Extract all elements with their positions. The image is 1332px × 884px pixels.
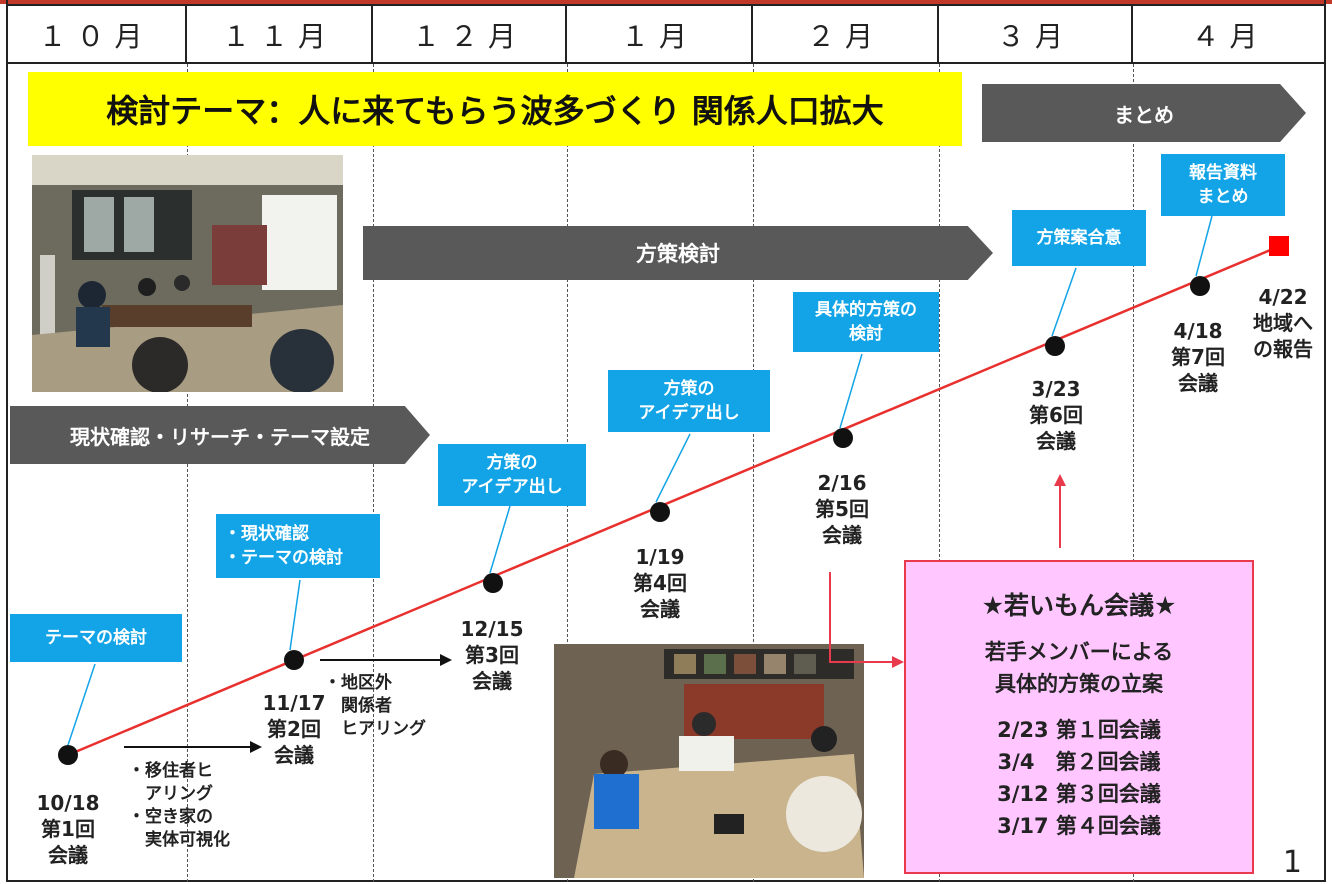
meeting-dot-3 bbox=[483, 573, 503, 593]
month-apr: ４月 bbox=[1191, 20, 1268, 53]
meeting-word: 会議 bbox=[1036, 429, 1076, 453]
meeting-number: 第6回 bbox=[1029, 403, 1083, 427]
youth-in-arrow bbox=[829, 572, 892, 663]
meeting-dot-6 bbox=[1045, 336, 1065, 356]
meeting-label-6: 3/23 第6回 会議 bbox=[1008, 376, 1104, 454]
meeting-number: 第4回 bbox=[633, 571, 687, 595]
phase-summary-arrow: まとめ bbox=[982, 84, 1306, 142]
meeting-number: 第7回 bbox=[1171, 345, 1225, 369]
leader-line bbox=[289, 579, 301, 651]
youth-meeting-title: ★若いもん会議★ bbox=[981, 591, 1177, 620]
meeting-dot-2 bbox=[284, 650, 304, 670]
meeting-number: 第2回 bbox=[267, 717, 321, 741]
meeting-label-5: 2/16 第5回 会議 bbox=[794, 470, 890, 548]
topic-box-5: 具体的方策の 検討 bbox=[793, 292, 939, 352]
meeting-label-1: 10/18 第1回 会議 bbox=[26, 790, 110, 868]
meeting-photo-2 bbox=[554, 644, 864, 878]
youth-meeting-box: ★若いもん会議★ 若手メンバーによる 具体的方策の立案 2/23 第１回会議 3… bbox=[904, 560, 1254, 874]
month-divider bbox=[373, 64, 374, 882]
meeting-date: 11/17 bbox=[262, 691, 326, 715]
meeting-label-4: 1/19 第4回 会議 bbox=[612, 544, 708, 622]
youth-session: 3/12 第３回会議 bbox=[997, 782, 1161, 806]
month-divider bbox=[939, 64, 940, 882]
youth-session: 3/17 第４回会議 bbox=[997, 814, 1161, 838]
meeting-word: 会議 bbox=[472, 669, 512, 693]
month-dec: １２月 bbox=[373, 6, 567, 64]
topic-box-3: 方策の アイデア出し bbox=[438, 444, 586, 506]
meeting-photo-1-image bbox=[32, 155, 343, 392]
month-header bbox=[6, 4, 1326, 64]
meeting-dot-1 bbox=[58, 745, 78, 765]
meeting-word: 会議 bbox=[640, 597, 680, 621]
meeting-photo-1 bbox=[32, 155, 343, 392]
meeting-number: 第5回 bbox=[815, 497, 869, 521]
meeting-dot-4 bbox=[650, 502, 670, 522]
meeting-date: 1/19 bbox=[635, 545, 685, 569]
topic-box-4: 方策の アイデア出し bbox=[608, 370, 770, 432]
leader-line bbox=[1195, 215, 1213, 277]
leader-line bbox=[655, 433, 691, 503]
hearing-note-1: ・移住者ヒ アリング ・空き家の 実体可視化 bbox=[128, 761, 230, 850]
meeting-date: 12/15 bbox=[460, 617, 524, 641]
meeting-date: 2/16 bbox=[817, 471, 867, 495]
leader-line bbox=[489, 505, 511, 574]
topic-box-1: テーマの検討 bbox=[10, 614, 182, 662]
meeting-number: 第3回 bbox=[465, 643, 519, 667]
youth-session: 3/4 第２回会議 bbox=[997, 750, 1161, 774]
month-nov: １１月 bbox=[187, 6, 373, 64]
leader-line bbox=[67, 663, 96, 746]
timeline-line bbox=[67, 244, 1281, 757]
page-number: 1 bbox=[1282, 845, 1302, 880]
topic-box-7: 報告資料 まとめ bbox=[1161, 154, 1285, 216]
phase-research-arrow: 現状確認・リサーチ・テーマ設定 bbox=[10, 406, 430, 464]
top-accent-line bbox=[0, 0, 1332, 4]
meeting-word: 会議 bbox=[274, 743, 314, 767]
topic-box-2: ・現状確認 ・テーマの検討 bbox=[216, 514, 380, 578]
month-divider bbox=[187, 64, 188, 882]
slide-frame bbox=[6, 0, 1326, 882]
final-report-text: 地域へ の報告 bbox=[1253, 311, 1313, 361]
meeting-dot-5 bbox=[833, 428, 853, 448]
youth-out-arrow-head bbox=[1054, 474, 1066, 486]
month-jan: １月 bbox=[567, 6, 753, 64]
youth-session: 2/23 第１回会議 bbox=[997, 718, 1161, 742]
youth-session-list: 2/23 第１回会議 3/4 第２回会議 3/12 第３回会議 3/17 第４回… bbox=[906, 714, 1252, 842]
final-report-date: 4/22 bbox=[1258, 285, 1308, 309]
meeting-date: 10/18 bbox=[36, 791, 100, 815]
meeting-dot-7 bbox=[1190, 276, 1210, 296]
meeting-word: 会議 bbox=[822, 523, 862, 547]
hearing-note-2: ・地区外 関係者 ヒアリング bbox=[324, 673, 426, 739]
final-report-marker bbox=[1269, 236, 1289, 256]
month-mar: ３月 bbox=[939, 6, 1133, 64]
meeting-word: 会議 bbox=[48, 843, 88, 867]
phase-policy-arrow: 方策検討 bbox=[363, 226, 993, 280]
month-feb: ２月 bbox=[753, 6, 939, 64]
meeting-label-3: 12/15 第3回 会議 bbox=[444, 616, 540, 694]
youth-in-arrow-head bbox=[892, 656, 904, 668]
month-divider bbox=[753, 64, 754, 882]
hearing-arrow-2-head bbox=[440, 654, 452, 666]
final-report-label: 4/22 地域へ の報告 bbox=[1240, 284, 1326, 362]
meeting-date: 3/23 bbox=[1031, 377, 1081, 401]
month-oct: １０月 bbox=[6, 6, 187, 64]
month-divider bbox=[1133, 64, 1134, 882]
meeting-photo-2-image bbox=[554, 644, 864, 878]
youth-meeting-subtitle: 若手メンバーによる 具体的方策の立案 bbox=[984, 640, 1174, 696]
meeting-label-7: 4/18 第7回 会議 bbox=[1150, 318, 1246, 396]
meeting-label-2: 11/17 第2回 会議 bbox=[244, 690, 344, 768]
hearing-arrow-1-head bbox=[250, 741, 262, 753]
theme-banner: 検討テーマ：人に来てもらう波多づくり 関係人口拡大 bbox=[28, 72, 962, 146]
meeting-word: 会議 bbox=[1178, 371, 1218, 395]
leader-line bbox=[839, 353, 863, 429]
topic-box-6: 方策案合意 bbox=[1012, 210, 1146, 266]
meeting-date: 4/18 bbox=[1173, 319, 1223, 343]
leader-line bbox=[1051, 267, 1077, 337]
meeting-number: 第1回 bbox=[41, 817, 95, 841]
